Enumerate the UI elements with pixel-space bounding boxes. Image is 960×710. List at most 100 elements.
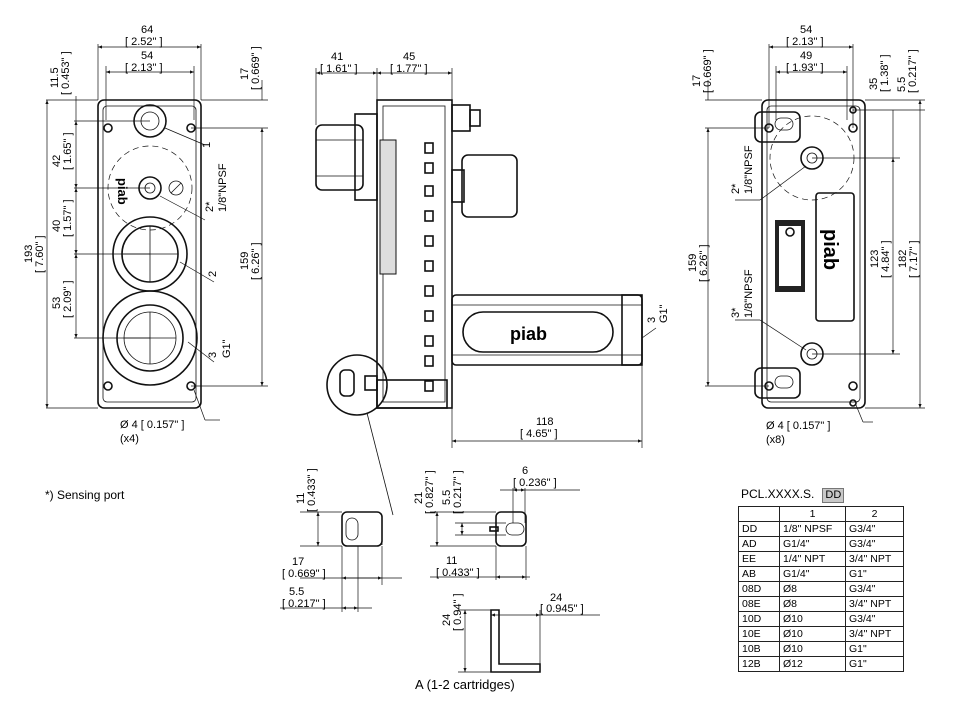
front-right-offset-in: [ 0.669" ] — [250, 46, 262, 90]
side-view-labels: 41 [ 1.61" ] 45 [ 1.77" ] 3 G1" 118 [ 4.… — [320, 51, 670, 440]
variant-port-1-cell: Ø12 — [779, 656, 846, 672]
rear-top-a: 35 — [868, 78, 880, 90]
bracket-w55-in: [ 0.217" ] — [282, 598, 326, 610]
rear-callout-2star: 2* — [730, 183, 742, 194]
bracket-w24: 24 — [550, 592, 562, 604]
variant-code-cell: 12B — [738, 656, 780, 672]
bracket-w17-in: [ 0.669" ] — [282, 568, 326, 580]
variant-port-2-cell: G1" — [845, 566, 904, 582]
rear-width-inner-in: [ 1.93" ] — [786, 62, 824, 74]
bracket-h21: 21 — [413, 492, 425, 504]
rear-height-holes-in: [ 6.26" ] — [698, 244, 710, 282]
rear-top-a-in: [ 1.38" ] — [879, 54, 891, 92]
variant-port-1-cell: Ø8 — [779, 581, 846, 597]
variant-port-1-cell: 1/8" NPSF — [779, 521, 846, 537]
front-view-labels: 64 [ 2.52" ] 54 [ 2.13" ] 11.5 [ 0.453" … — [23, 24, 262, 445]
front-port3-dist: 53 — [51, 297, 63, 309]
variant-table-title: PCL.XXXX.S. DD — [741, 487, 845, 503]
front-top-offset-in: [ 0.453" ] — [60, 51, 72, 95]
rear-left-offset: 17 — [691, 75, 703, 87]
side-depth-b-in: [ 1.77" ] — [390, 63, 428, 75]
side-length: 118 — [536, 416, 554, 428]
variant-port-2-cell: G3/4" — [845, 581, 904, 597]
rear-height-holes: 159 — [687, 254, 699, 272]
variant-port-2-cell: G3/4" — [845, 536, 904, 552]
front-callout-3-size: G1" — [221, 339, 233, 358]
side-length-in: [ 4.65" ] — [520, 428, 558, 440]
bracket-w11-in: [ 0.433" ] — [436, 567, 480, 579]
bracket-w6-in: [ 0.236" ] — [513, 477, 557, 489]
variant-table-header: 1 2 — [738, 506, 904, 522]
variant-code-cell: AD — [738, 536, 780, 552]
front-port1-dist-in: [ 1.65" ] — [62, 132, 74, 170]
front-width-inner-in: [ 2.13" ] — [125, 62, 163, 74]
bracket-w6: 6 — [522, 465, 528, 477]
front-callout-1: 1 — [201, 142, 213, 148]
front-hole-size: Ø 4 [ 0.157" ] — [120, 419, 184, 431]
variant-port-2-cell: 3/4" NPT — [845, 551, 904, 567]
variant-code-cell: 10D — [738, 611, 780, 627]
variant-port-2-cell: G3/4" — [845, 521, 904, 537]
rear-left-offset-in: [ 0.669" ] — [702, 49, 714, 93]
rear-height-total-in: [ 7.17" ] — [908, 240, 920, 278]
rear-height-inner-in: [ 4.84" ] — [880, 240, 892, 278]
rear-view: piab — [705, 44, 925, 423]
variant-port-1-cell: Ø10 — [779, 626, 846, 642]
rear-callout-3star-size: 1/8"NPSF — [743, 269, 755, 318]
rear-callout-2star-size: 1/8"NPSF — [743, 145, 755, 194]
rear-width-outer-in: [ 2.13" ] — [786, 36, 824, 48]
variant-port-2-cell: 3/4" NPT — [845, 596, 904, 612]
bracket-w55: 5.5 — [289, 586, 304, 598]
variant-header-code — [738, 506, 780, 522]
view-caption: A (1-2 cartridges) — [415, 677, 515, 692]
side-callout-3: 3 — [646, 317, 658, 323]
rear-height-total: 182 — [897, 250, 909, 268]
front-callout-2star-size: 1/8"NPSF — [217, 163, 229, 212]
bracket-h55-in: [ 0.217" ] — [452, 470, 464, 514]
bracket-h11-in: [ 0.433" ] — [306, 468, 318, 512]
variant-port-2-cell: G1" — [845, 641, 904, 657]
rear-view-labels: 54 [ 2.13" ] 49 [ 1.93" ] 17 [ 0.669" ] … — [687, 24, 920, 446]
side-depth-b: 45 — [403, 51, 415, 63]
front-top-offset: 11.5 — [49, 67, 61, 88]
side-slots — [424, 142, 434, 392]
variant-port-2-cell: 3/4" NPT — [845, 626, 904, 642]
variant-code-cell: 08D — [738, 581, 780, 597]
rear-hole-size: Ø 4 [ 0.157" ] — [766, 420, 830, 432]
bracket-w11: 11 — [446, 555, 457, 567]
variant-table-title-code: DD — [822, 488, 845, 503]
rear-callout-3star: 3* — [730, 307, 742, 318]
rear-top-b: 5.5 — [896, 77, 908, 92]
variant-port-1-cell: Ø8 — [779, 596, 846, 612]
front-callout-3: 3 — [207, 352, 219, 358]
variant-table-title-text: PCL.XXXX.S. — [741, 487, 815, 501]
variant-port-1-cell: G1/4" — [779, 566, 846, 582]
front-height-holes: 159 — [239, 252, 251, 270]
bracket-w17: 17 — [292, 556, 304, 568]
rear-hole-count: (x8) — [766, 434, 785, 446]
variant-port-2-cell: G3/4" — [845, 611, 904, 627]
bracket-h11: 11 — [295, 493, 307, 504]
front-width-inner: 54 — [141, 50, 153, 62]
side-callout-3-size: G1" — [658, 304, 670, 323]
rear-top-b-in: [ 0.217" ] — [907, 49, 919, 93]
rear-width-outer: 54 — [800, 24, 812, 36]
sensing-port-note: *) Sensing port — [45, 488, 125, 502]
front-view: piab — [45, 44, 268, 421]
front-port1-dist: 42 — [51, 155, 63, 167]
side-view: piab — [315, 68, 657, 516]
variant-port-1-cell: G1/4" — [779, 536, 846, 552]
front-hole-count: (x4) — [120, 433, 139, 445]
front-height-total-in: [ 7.60" ] — [34, 235, 46, 273]
rear-width-inner: 49 — [800, 50, 812, 62]
